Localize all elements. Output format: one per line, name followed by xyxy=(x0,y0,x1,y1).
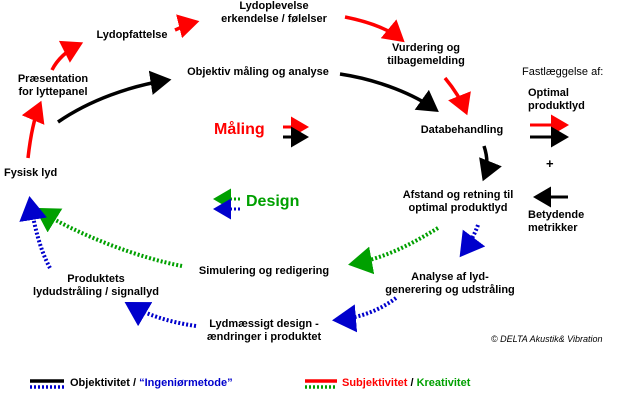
legend-slash: / xyxy=(407,377,417,389)
arrow-databehandling-to-afstand xyxy=(479,145,502,182)
arrow-fysisk-to-praesentation xyxy=(21,100,45,159)
node-lydopfattelse: Lydopfattelse xyxy=(96,29,168,41)
arrow-lydoplevelse-to-vurdering xyxy=(344,15,405,43)
node-databehandling: Databehandling xyxy=(420,124,504,136)
right-plus: + xyxy=(546,156,554,171)
center-maaling: Måling xyxy=(214,121,265,138)
legend-subjektivitet-text: Subjektivitet xyxy=(342,377,408,389)
node-lydmaessigt: Lydmæssigt design -ændringer i produktet xyxy=(206,318,322,343)
arrow-afstand-to-simulering xyxy=(348,226,440,275)
node-fysisk-lyd: Fysisk lyd xyxy=(4,167,58,179)
center-design: Design xyxy=(246,193,300,210)
arrow-lydmaessigt-to-produktets xyxy=(124,301,197,328)
arrow-afstand-to-analyse xyxy=(459,224,486,258)
legend-ingenioermetode: “Ingeniørmetode” xyxy=(139,377,233,389)
node-objektiv: Objektiv måling og analyse xyxy=(187,66,329,78)
arrow-vurdering-to-databehandling xyxy=(443,76,471,116)
arrow-lydopfattelse-to-lydoplevelse xyxy=(174,14,200,39)
arrow-praesentation-to-objektiv xyxy=(57,70,172,124)
legend-kreativitet: Kreativitet xyxy=(416,377,471,389)
arrow-praesentation-to-lydopfattelse xyxy=(50,40,84,71)
arrow-objektiv-to-databehandling xyxy=(339,72,439,113)
node-simulering: Simulering og redigering xyxy=(198,265,330,277)
right-fastlaeggelse: Fastlæggelse af: xyxy=(522,66,604,78)
credit-text: © DELTA Akustik& Vibration xyxy=(491,334,603,344)
arrow-analyse-to-lydmaessigt xyxy=(332,296,398,333)
node-analyse: Analyse af lyd-generering og udstråling xyxy=(385,271,515,296)
legend-subjektivitet: Subjektivitet / Kreativitet xyxy=(342,377,470,390)
legend-objektivitet: Objektivitet / “Ingeniørmetode” xyxy=(70,377,233,390)
legend-objektivitet-text: Objektivitet / xyxy=(70,377,140,389)
arrow-produktets-to-fysisk xyxy=(19,196,52,269)
arrow-simulering-to-fysisk xyxy=(34,207,183,268)
